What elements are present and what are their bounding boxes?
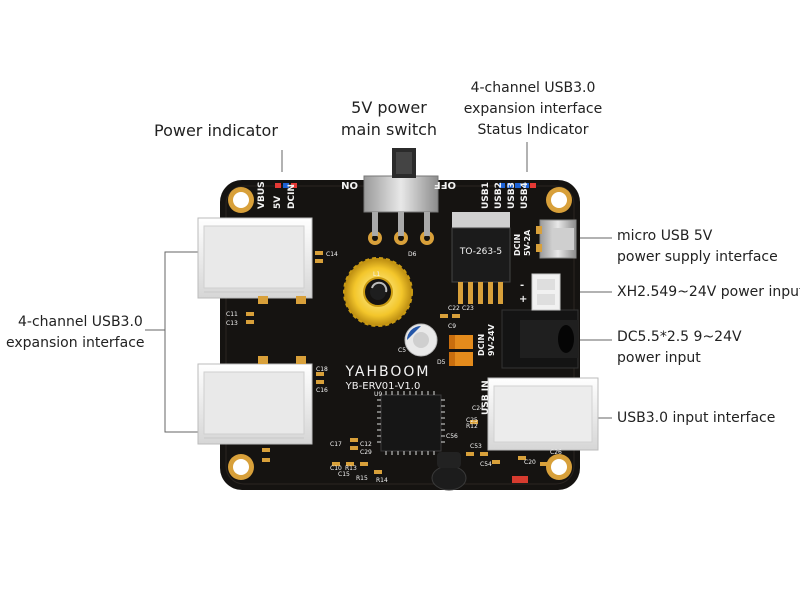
power-leds [275, 183, 297, 188]
leader-usb-expansion [164, 251, 198, 433]
component-label: R12 [466, 423, 478, 430]
component-label: C53 [470, 443, 482, 450]
component-label: C29 [360, 449, 372, 456]
component-label: D5 [437, 359, 446, 366]
callout-main-switch: 5V power main switch [330, 97, 448, 141]
silk-dcin: DCIN [287, 184, 297, 209]
component-label: C11 [226, 311, 238, 318]
silkscreen: YAHBOOM YB-ERV01-V1.0 TO-263-5 ON OFF VB… [257, 179, 532, 415]
regulator-chip [451, 212, 511, 304]
component-label: C16 [316, 387, 328, 394]
usb-port-top [197, 217, 313, 304]
callout-dc-input: DC5.5*2.5 9~24V power input [617, 327, 742, 369]
callout-xh-input: XH2.549~24V power input [617, 282, 800, 303]
component-label: C10 [330, 465, 342, 472]
smd-components [246, 251, 548, 474]
mounting-holes [228, 187, 572, 480]
component-label: C14 [326, 251, 338, 258]
callout-usb-expansion-line-2: expansion interface [6, 335, 145, 351]
silk-brand: YAHBOOM [344, 364, 430, 380]
component-label: L1 [373, 271, 380, 278]
silk-usb-led-3: USB3 [507, 182, 517, 209]
toroid-inductor [343, 257, 413, 327]
callout-micro-usb: micro USB 5V power supply interface [617, 226, 778, 268]
component-label: C22 [448, 305, 460, 312]
component-label: C54 [480, 461, 492, 468]
component-label: C18 [316, 366, 328, 373]
callout-status-indicator-line-3: Status Indicator [477, 122, 589, 138]
component-label: C12 [360, 441, 372, 448]
main-ic [377, 391, 445, 455]
callout-micro-usb-line-1: micro USB 5V [617, 228, 713, 244]
callout-power-indicator-line-1: Power indicator [154, 121, 278, 140]
callout-main-switch-line-1: 5V power [351, 98, 427, 117]
usb-port-bottom [197, 356, 313, 445]
callout-micro-usb-line-2: power supply interface [617, 249, 778, 265]
component-label: R14 [376, 477, 388, 484]
silk-regulator: TO-263-5 [459, 247, 502, 257]
callout-power-indicator: Power indicator [154, 120, 278, 142]
status-leds [499, 183, 536, 188]
red-smd-led [512, 476, 528, 483]
component-label: C20 [524, 459, 536, 466]
tantalum-capacitors [449, 335, 473, 366]
micro-usb-connector [536, 219, 577, 259]
silk-usb-led-4: USB4 [520, 182, 530, 209]
electrolytic-capacitor [404, 323, 438, 357]
callout-main-switch-line-2: main switch [340, 120, 438, 139]
silk-xh-plus: + [519, 294, 527, 305]
crystal-oscillator [431, 452, 467, 491]
callout-status-indicator-line-1: 4-channel USB3.0 [470, 80, 596, 96]
component-label: U9 [374, 391, 382, 398]
component-label: C9 [448, 323, 456, 330]
component-label: C24 [472, 405, 484, 412]
silk-micro-2: 5V-2A [523, 229, 532, 256]
callout-status-indicator-line-2: expansion interface [463, 101, 603, 117]
callout-dc-input-line-1: DC5.5*2.5 9~24V [617, 329, 742, 345]
component-label: C26 [550, 449, 562, 456]
silk-usb-led-2: USB2 [494, 182, 504, 209]
component-label: C25 [466, 417, 478, 424]
component-label: C56 [446, 433, 458, 440]
silk-dc-2: 9V-24V [487, 323, 496, 356]
silk-usb-led-1: USB1 [481, 182, 491, 209]
silk-micro-1: DCIN [513, 234, 522, 256]
usb-input-port [487, 377, 599, 451]
dc-barrel-jack [501, 309, 579, 369]
callout-xh-input-line-1: XH2.549~24V power input [617, 284, 800, 300]
callout-dc-input-line-2: power input [617, 350, 701, 366]
component-label: C13 [226, 320, 238, 327]
callout-usb-input-line-1: USB3.0 input interface [617, 410, 776, 426]
silk-usb-in: USB IN [481, 380, 491, 415]
callout-usb-expansion: 4-channel USB3.0 expansion interface [6, 312, 145, 354]
silk-model: YB-ERV01-V1.0 [345, 381, 421, 392]
component-label: C17 [330, 441, 342, 448]
xh-connector [531, 273, 561, 311]
component-label: C5 [398, 347, 406, 354]
callout-usb-input: USB3.0 input interface [617, 408, 775, 429]
component-label: C15 [338, 471, 350, 478]
callout-usb-expansion-line-1: 4-channel USB3.0 [18, 314, 143, 330]
silk-vbus: VBUS [257, 181, 267, 209]
component-label: C23 [462, 305, 474, 312]
silk-dc-1: DCIN [477, 334, 486, 356]
silk-xh-minus: - [520, 280, 524, 291]
component-label: R15 [356, 475, 368, 482]
component-label: R13 [345, 465, 357, 472]
silk-5v: 5V [273, 196, 283, 209]
component-label: D6 [408, 251, 417, 258]
silk-switch-on: ON [341, 179, 358, 190]
callout-status-indicator: 4-channel USB3.0 expansion interface Sta… [460, 78, 606, 141]
silk-switch-off: OFF [434, 179, 456, 190]
power-switch [363, 148, 439, 245]
